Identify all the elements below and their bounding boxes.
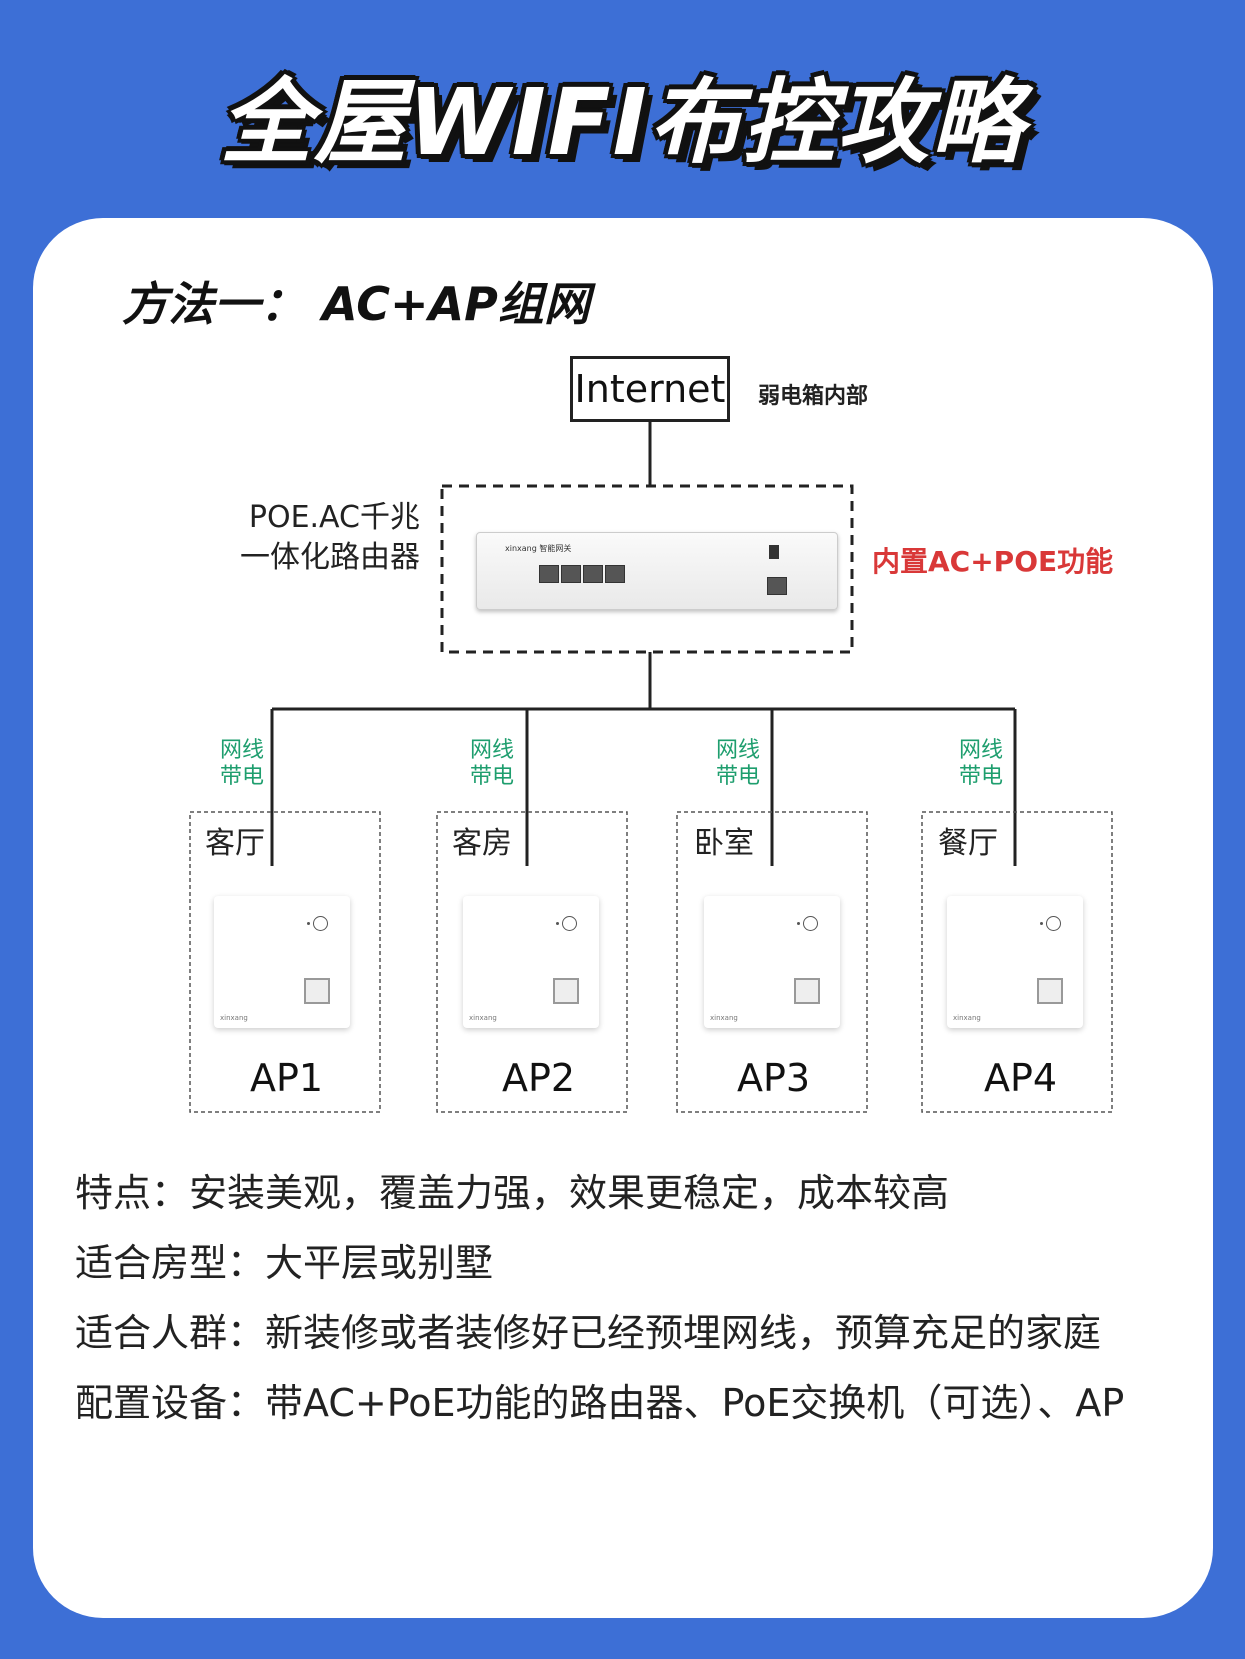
wire-tag-line2: 带电 <box>219 764 264 789</box>
room-label: 餐厅 <box>938 826 998 861</box>
suitable-people-text: 适合人群：新装修或者装修好已经预埋网线，预算充足的家庭 <box>75 1311 1102 1355</box>
ethernet-port-icon <box>304 978 330 1004</box>
ap-device: xinxang <box>214 896 350 1028</box>
box-note: 弱电箱内部 <box>758 384 869 409</box>
internet-box: Internet <box>570 356 730 422</box>
router-port <box>583 565 603 583</box>
router-port <box>605 565 625 583</box>
equipment-text: 配置设备：带AC+PoE功能的路由器、PoE交换机（可选）、AP <box>75 1381 1125 1425</box>
router-label: POE.AC千兆 一体化路由器 <box>200 498 420 578</box>
internet-label: Internet <box>574 367 726 411</box>
router-device: xinxang 智能网关 <box>476 532 838 610</box>
ap-brand: xinxang <box>710 1014 738 1022</box>
ap-name: AP1 <box>250 1056 324 1100</box>
router-label-line1: POE.AC千兆 <box>248 500 420 535</box>
suitable-house-text: 适合房型：大平层或别墅 <box>75 1241 494 1285</box>
ethernet-port-icon <box>1037 978 1063 1004</box>
method-title: 方法一： AC+AP组网 <box>122 277 590 331</box>
page-title: 全屋WIFI布控攻略 <box>220 69 1025 176</box>
router-brand: xinxang 智能网关 <box>505 544 572 553</box>
ap-device: xinxang <box>463 896 599 1028</box>
description-block: 特点：安装美观，覆盖力强，效果更稳定，成本较高 适合房型：大平层或别墅 适合人群… <box>75 1158 1185 1438</box>
router-feature: 内置AC+POE功能 <box>872 545 1114 578</box>
wire-tag: 网线带电 <box>708 738 768 790</box>
ap-name: AP2 <box>502 1056 576 1100</box>
wire-tag-line2: 带电 <box>715 764 760 789</box>
router-label-line2: 一体化路由器 <box>240 540 420 575</box>
led-icon <box>562 916 577 931</box>
ap-brand: xinxang <box>953 1014 981 1022</box>
wire-tag-line2: 带电 <box>958 764 1003 789</box>
power-switch-icon <box>769 545 779 559</box>
router-port <box>561 565 581 583</box>
ap-device: xinxang <box>704 896 840 1028</box>
wire-tag-line1: 网线 <box>219 738 264 763</box>
features-text: 特点：安装美观，覆盖力强，效果更稳定，成本较高 <box>75 1171 950 1215</box>
room-label: 客厅 <box>205 826 265 861</box>
ap-device: xinxang <box>947 896 1083 1028</box>
router-port <box>539 565 559 583</box>
ap-brand: xinxang <box>469 1014 497 1022</box>
wire-tag: 网线带电 <box>212 738 272 790</box>
wire-tag-line2: 带电 <box>469 764 514 789</box>
ap-name: AP3 <box>737 1056 811 1100</box>
led-icon <box>313 916 328 931</box>
ethernet-port-icon <box>553 978 579 1004</box>
room-label: 卧室 <box>694 826 754 861</box>
wire-tag-line1: 网线 <box>715 738 760 763</box>
room-label: 客房 <box>452 826 512 861</box>
led-icon <box>803 916 818 931</box>
wire-tag: 网线带电 <box>951 738 1011 790</box>
ap-name: AP4 <box>984 1056 1058 1100</box>
ethernet-port-icon <box>794 978 820 1004</box>
led-icon <box>1046 916 1061 931</box>
ap-brand: xinxang <box>220 1014 248 1022</box>
router-wan-port <box>767 577 787 595</box>
wire-tag: 网线带电 <box>462 738 522 790</box>
wire-tag-line1: 网线 <box>469 738 514 763</box>
wire-tag-line1: 网线 <box>958 738 1003 763</box>
